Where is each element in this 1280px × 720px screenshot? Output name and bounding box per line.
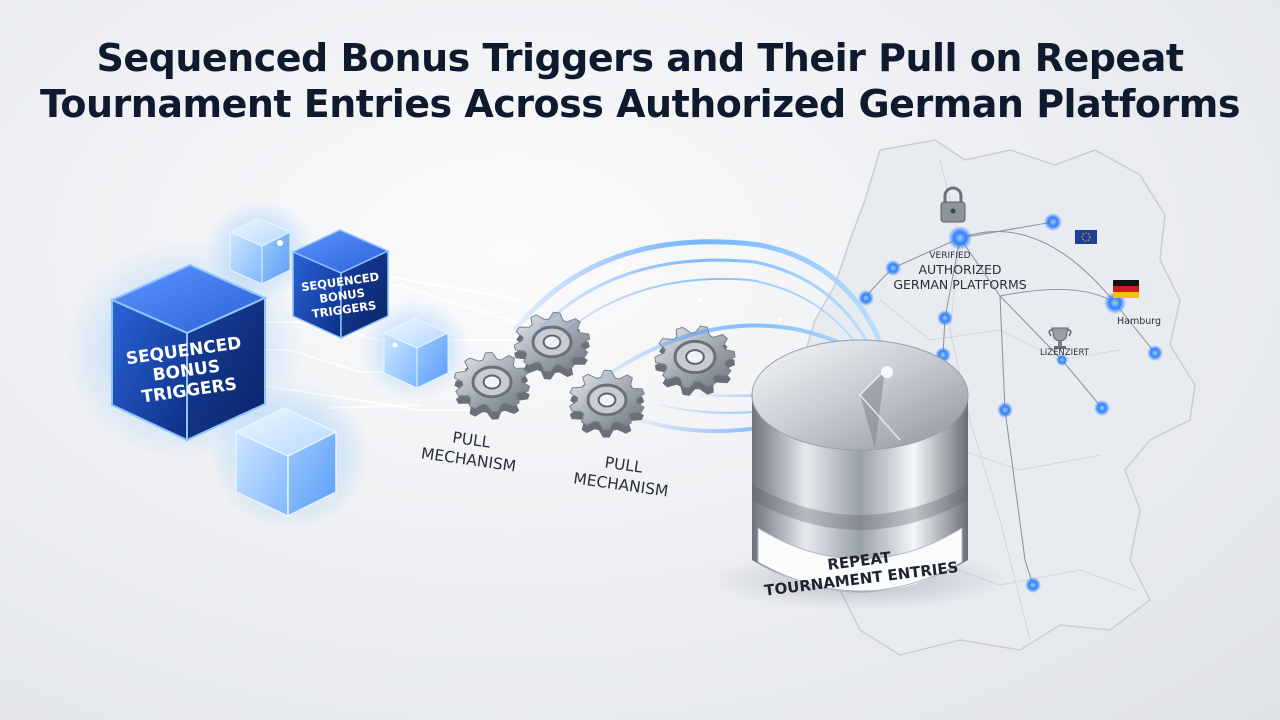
cube-icon	[382, 317, 450, 389]
gear-label-2-line-1: PULL	[604, 454, 644, 477]
trophy-icon	[1048, 327, 1072, 349]
gear-icon	[654, 325, 736, 396]
sparkles	[277, 240, 893, 378]
lock-icon	[940, 186, 966, 223]
gear-label-2-line-2: MECHANISM	[572, 469, 669, 500]
map-node	[948, 226, 972, 250]
map-node	[885, 260, 901, 276]
large-trigger-cube: SEQUENCED BONUS TRIGGERS	[109, 263, 268, 442]
map-node	[858, 290, 874, 306]
map-heading-line-2: GERMAN PLATFORMS	[893, 277, 1026, 292]
repeat-entries-cylinder: REPEAT TOURNAMENT ENTRIES	[751, 339, 969, 600]
map-license-label: LIZENZIERT	[1040, 348, 1090, 358]
gear-label-1-line-2: MECHANISM	[420, 444, 517, 475]
page-title-line-2: Tournament Entries Across Authorized Ger…	[40, 82, 1240, 126]
map-verified-tag: VERIFIED	[929, 251, 970, 261]
page-title-line-1: Sequenced Bonus Triggers and Their Pull …	[96, 36, 1185, 80]
map-heading-line-1: AUTHORIZED	[918, 262, 1001, 277]
eu-flag-icon	[1075, 230, 1097, 244]
map-city-label: Hamburg	[1117, 316, 1161, 327]
small-trigger-cube: SEQUENCED BONUS TRIGGERS	[291, 229, 390, 340]
map-node	[1056, 354, 1068, 366]
map-node	[1025, 577, 1041, 593]
german-flag-icon	[1113, 280, 1139, 298]
small-cube-label-line-2: BONUS	[318, 286, 365, 306]
map-node	[1147, 345, 1163, 361]
gear-cluster	[453, 311, 736, 438]
map-node	[1094, 400, 1110, 416]
gear-label-1-line-1: PULL	[451, 429, 491, 452]
map-node	[997, 402, 1013, 418]
cube-icon	[234, 407, 338, 518]
map-labels: VERIFIED AUTHORIZED GERMAN PLATFORMS Ham…	[893, 251, 1161, 358]
gear-icon	[569, 369, 645, 438]
gear-labels: PULL MECHANISM PULL MECHANISM	[420, 429, 669, 501]
map-nodes	[858, 213, 1163, 593]
map-node	[1044, 213, 1062, 231]
gear-icon	[453, 351, 531, 420]
cube-icon	[228, 217, 292, 285]
map-node	[937, 310, 953, 326]
